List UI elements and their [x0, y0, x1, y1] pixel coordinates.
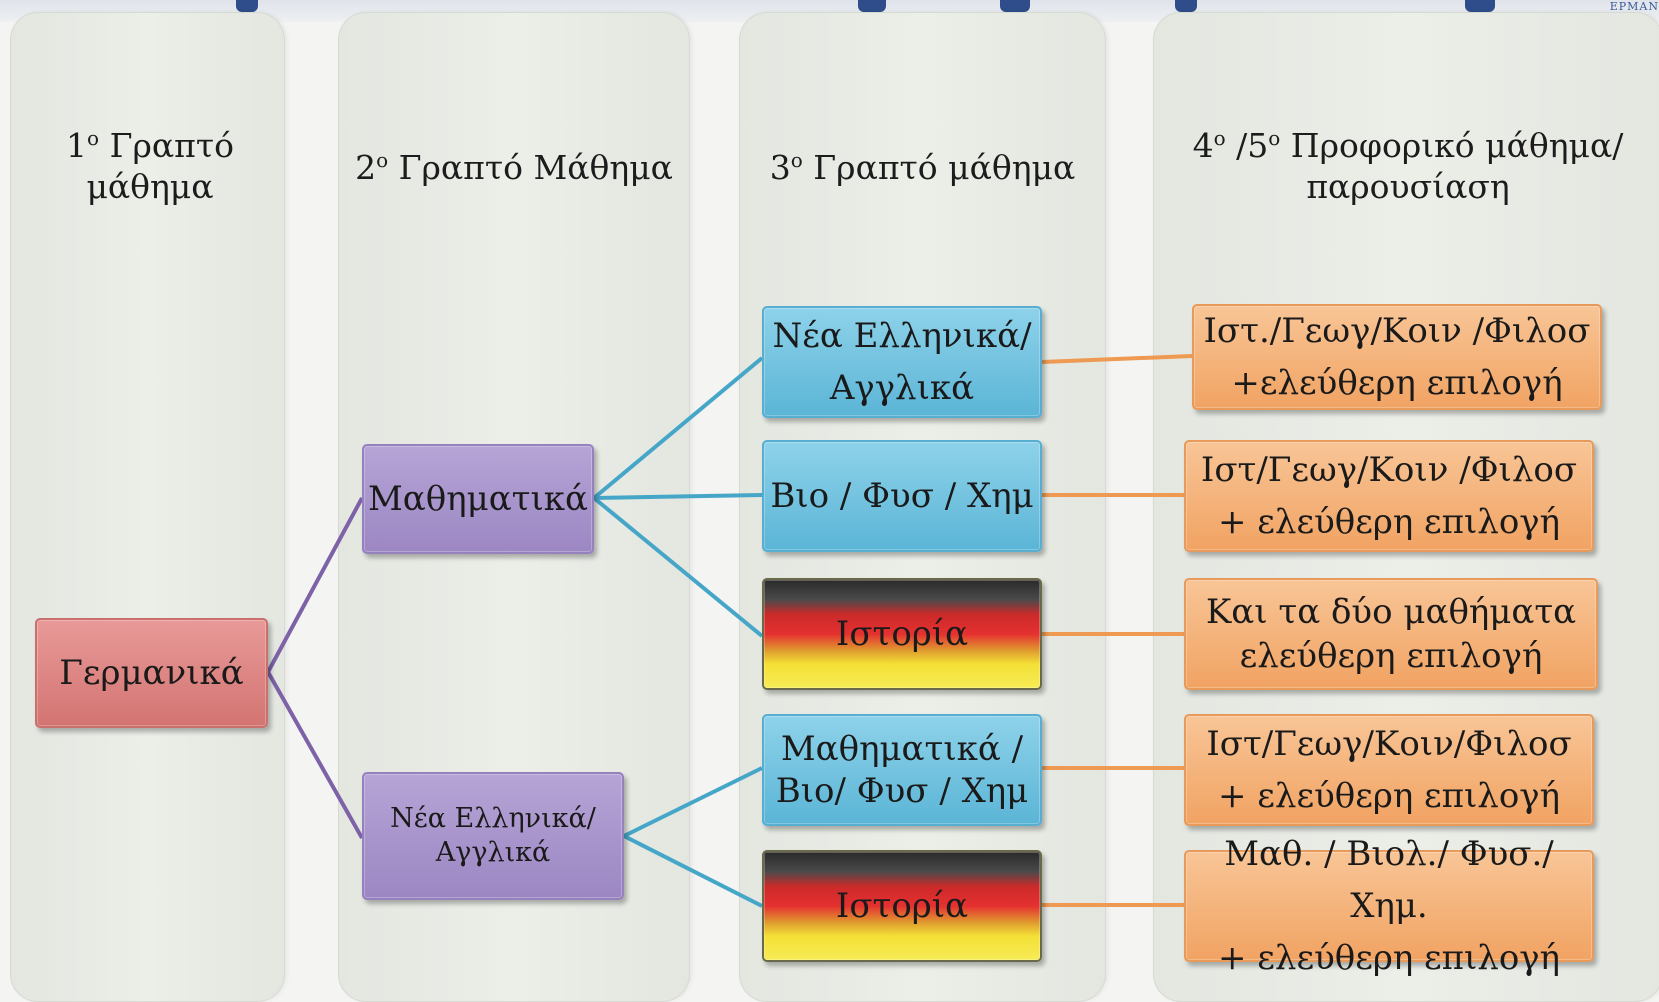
- title-fragment: [1000, 0, 1030, 12]
- connector-maths-history: [592, 496, 764, 638]
- node-german: Γερμανικά: [35, 618, 268, 728]
- connector-greek-history: [623, 834, 763, 908]
- node-greek-english: Νέα Ελληνικά/ Αγγλικά: [362, 772, 624, 900]
- connector-maths-bio: [593, 493, 763, 500]
- node-c4-d: Ιστ/Γεωγ/Κοιν/Φιλοσ + ελεύθερη επιλογή: [1184, 714, 1594, 826]
- node-c4-c: Και τα δύο μαθήματα ελεύθερη επιλογή: [1184, 578, 1598, 690]
- column-1: [10, 12, 285, 1002]
- column-3-heading: 3ο Γραπτό μάθημα: [769, 148, 1076, 187]
- column-2-heading: 2ο Γραπτό Μάθημα: [355, 148, 673, 187]
- connector-greek-mathsbio: [623, 766, 763, 838]
- node-c4-e: Μαθ. / Βιολ./ Φυσ./ Χημ. + ελεύθερη επιλ…: [1184, 834, 1594, 978]
- title-fragment: [1175, 0, 1197, 12]
- column-1-heading: 1ο Γραπτό μάθημα: [66, 126, 234, 206]
- node-c3-history-a: Ιστορία: [762, 578, 1042, 690]
- title-fragment: [236, 0, 258, 12]
- node-c4-a: Ιστ./Γεωγ/Κοιν /Φιλοσ +ελεύθερη επιλογή: [1192, 304, 1602, 410]
- node-maths: Μαθηματικά: [362, 444, 594, 554]
- title-fragment: [858, 0, 886, 12]
- connector-german-greek: [266, 671, 364, 839]
- column-4-heading: 4ο /5ο Προφορικό μάθημα/ παρουσίαση: [1192, 126, 1624, 206]
- node-c3-history-b: Ιστορία: [762, 850, 1042, 962]
- connector-german-maths: [266, 497, 364, 673]
- node-c4-b: Ιστ/Γεωγ/Κοιν /Φιλοσ + ελεύθερη επιλογή: [1184, 440, 1594, 552]
- node-c3-maths-bio: Μαθηματικά / Βιο/ Φυσ / Χημ: [762, 714, 1042, 826]
- logo: ΕΡΜΑΝ: [1609, 0, 1659, 13]
- node-c3-greek-english: Νέα Ελληνικά/ Αγγλικά: [762, 306, 1042, 418]
- connector-to-c4-a: [1041, 354, 1193, 364]
- title-fragment: [1465, 0, 1495, 12]
- connector-maths-greek: [592, 356, 764, 500]
- node-c3-bio: Βιο / Φυσ / Χημ: [762, 440, 1042, 552]
